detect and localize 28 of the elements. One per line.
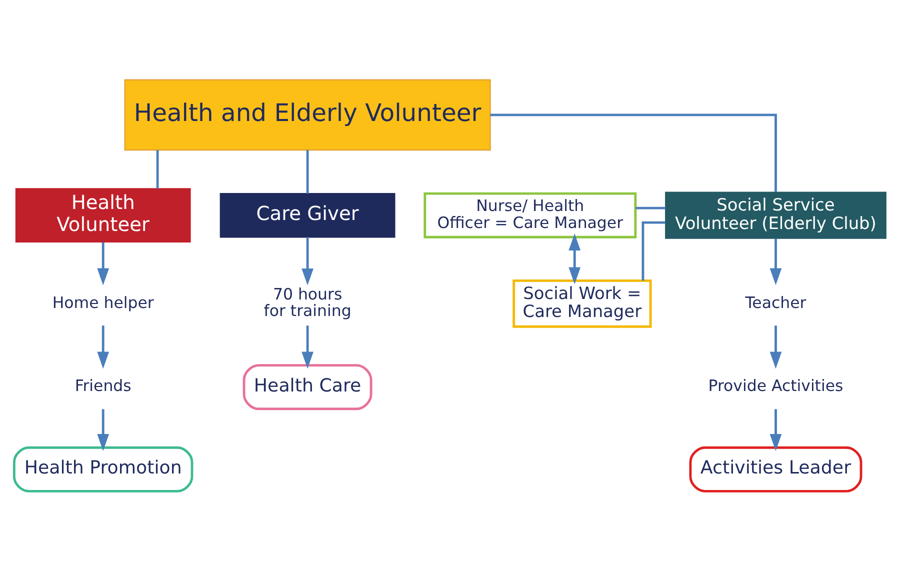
connector [306, 150, 308, 194]
arrow [568, 234, 580, 284]
arrow [96, 409, 109, 451]
node-box: Nurse/ Health Officer = Care Manager [423, 192, 636, 238]
arrow [769, 238, 782, 286]
node-box: Activities Leader [688, 446, 862, 492]
node-text: Friends [74, 376, 131, 396]
arrow [301, 326, 313, 369]
arrow [301, 237, 313, 286]
arrow [769, 409, 782, 451]
connector [156, 150, 158, 189]
arrow [96, 242, 109, 286]
connector [635, 206, 665, 210]
node-text: Provide Activities [708, 376, 843, 396]
node-text: 70 hours for training [263, 284, 351, 320]
node-box: Social Service Volunteer (Elderly Club) [664, 192, 886, 239]
node-box: Health and Elderly Volunteer [124, 79, 490, 151]
connector [641, 221, 665, 281]
node-box: Health Promotion [12, 446, 193, 492]
connector [490, 114, 776, 192]
node-text: Teacher [744, 292, 806, 312]
arrow [96, 326, 109, 369]
node-box: Health Volunteer [14, 188, 190, 243]
arrow [769, 326, 782, 369]
node-text: Home helper [52, 292, 154, 312]
node-box: Social Work = Care Manager [512, 279, 652, 328]
node-box: Health Care [242, 364, 372, 410]
node-box: Care Giver [219, 192, 395, 238]
